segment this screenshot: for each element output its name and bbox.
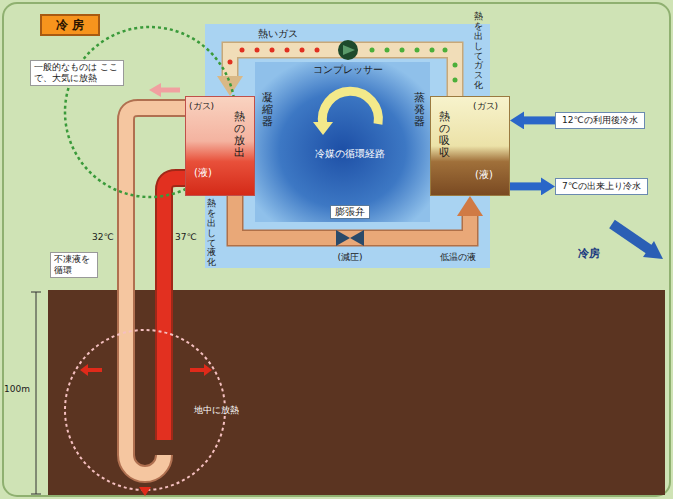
output-label: 冷房	[578, 247, 600, 260]
water-box: 7℃の出来上り冷水	[555, 178, 648, 195]
process-note: 熱を出してガス化	[474, 12, 483, 91]
temperature: 32℃	[92, 232, 114, 243]
box-text: (液)	[194, 167, 212, 179]
return-pipe-outline	[126, 108, 185, 474]
condenser-box: (ガス) 熱の放出 (液)	[185, 96, 255, 196]
note: 不凍液を循環	[50, 252, 98, 278]
supply-pipe	[164, 178, 185, 440]
temperature: 37℃	[175, 232, 197, 243]
box-text: 7℃の出来上り冷水	[562, 181, 641, 192]
pipe	[510, 182, 541, 190]
box-text: (ガス)	[473, 101, 498, 112]
part-name: コンプレッサー	[313, 64, 383, 76]
part-name: 凝縮器	[262, 92, 273, 128]
return-pipe	[126, 108, 185, 474]
box-text: 12℃の利用後冷水	[562, 115, 638, 126]
cycle-arrow	[313, 122, 333, 135]
heat-arrow	[80, 364, 88, 376]
cycle-label: 冷媒の循環経路	[315, 148, 385, 160]
box-text: (ガス)	[189, 101, 214, 112]
refrigerant-region	[255, 62, 430, 222]
cooling-arrow	[643, 241, 663, 259]
frame	[3, 3, 670, 496]
flow-label: 低温の液	[440, 252, 476, 263]
pipe	[524, 116, 555, 124]
pipe-connector	[524, 120, 555, 121]
box-text: 熱の吸収	[439, 111, 450, 159]
water-box: 12℃の利用後冷水	[555, 112, 645, 129]
note: 地中に放熱	[192, 405, 241, 416]
release-arrow	[149, 83, 161, 97]
heat-arrow	[204, 364, 212, 376]
flow-label: 熱いガス	[258, 28, 298, 40]
box-text: (液)	[475, 169, 493, 181]
part-name: 膨張弁	[330, 205, 370, 219]
dimension: 100m	[4, 384, 30, 395]
part-name: 蒸発器	[414, 92, 425, 128]
note: 一般的なものは ここで、大気に放熱	[30, 60, 124, 86]
dimension-line	[31, 292, 41, 494]
hot-gas-dots	[228, 48, 320, 65]
heat-arrow	[139, 487, 151, 496]
valve-symbol	[336, 230, 364, 246]
compressor-symbol	[343, 45, 355, 55]
cooling-arrow	[612, 224, 650, 250]
evaporator-box: (ガス) 熱の吸収 (液)	[430, 96, 510, 196]
heat-arrow	[190, 368, 204, 372]
note: (減圧)	[337, 252, 362, 263]
pipe-connector	[510, 186, 541, 187]
pipe	[235, 196, 470, 238]
pipe-connector	[235, 196, 470, 238]
heat-arrow	[88, 368, 102, 372]
process-note: 熱を出して液化	[207, 199, 216, 268]
cycle-arrow	[322, 91, 378, 125]
release-arrow	[160, 88, 180, 93]
supply-pipe-outline	[164, 178, 185, 440]
title-box: 冷 房	[40, 14, 100, 36]
box-text: 熱の放出	[234, 111, 245, 159]
compressor-symbol	[338, 40, 358, 60]
pipe-outline	[235, 196, 470, 238]
